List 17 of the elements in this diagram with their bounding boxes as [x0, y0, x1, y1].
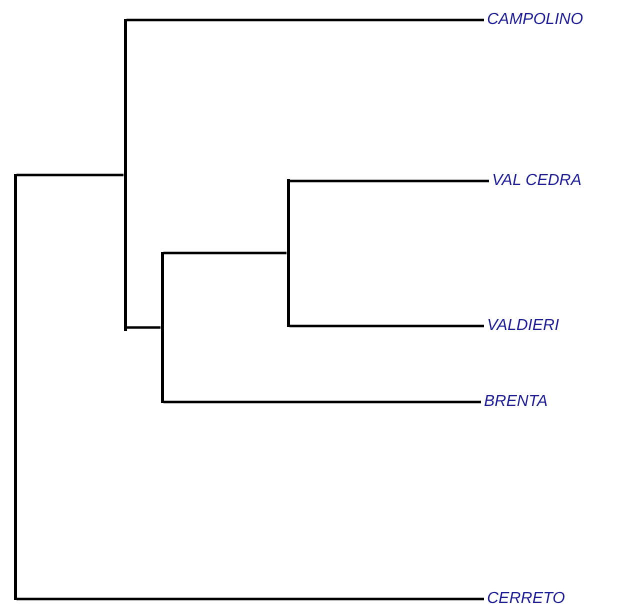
tree-branch-line: [126, 18, 484, 22]
leaf-label: CAMPOLINO: [487, 12, 584, 28]
tree-branch-line: [164, 252, 286, 254]
leaf-label: VAL CEDRA: [492, 173, 582, 189]
leaf-label: CERRETO: [487, 591, 565, 607]
tree-branch-line: [290, 324, 484, 328]
leaf-label: VALDIERI: [487, 318, 560, 334]
tree-branch-line: [16, 598, 484, 600]
tree-branch-line: [16, 174, 124, 176]
tree-junction-line: [286, 179, 290, 327]
tree-junction-line: [124, 19, 126, 331]
leaf-label: BRENTA: [484, 394, 548, 410]
tree-branch-line: [290, 180, 489, 182]
tree-branch-line: [164, 400, 481, 404]
tree-junction-line: [160, 252, 164, 403]
tree-branch-line: [126, 326, 160, 329]
tree-junction-line: [14, 174, 16, 600]
